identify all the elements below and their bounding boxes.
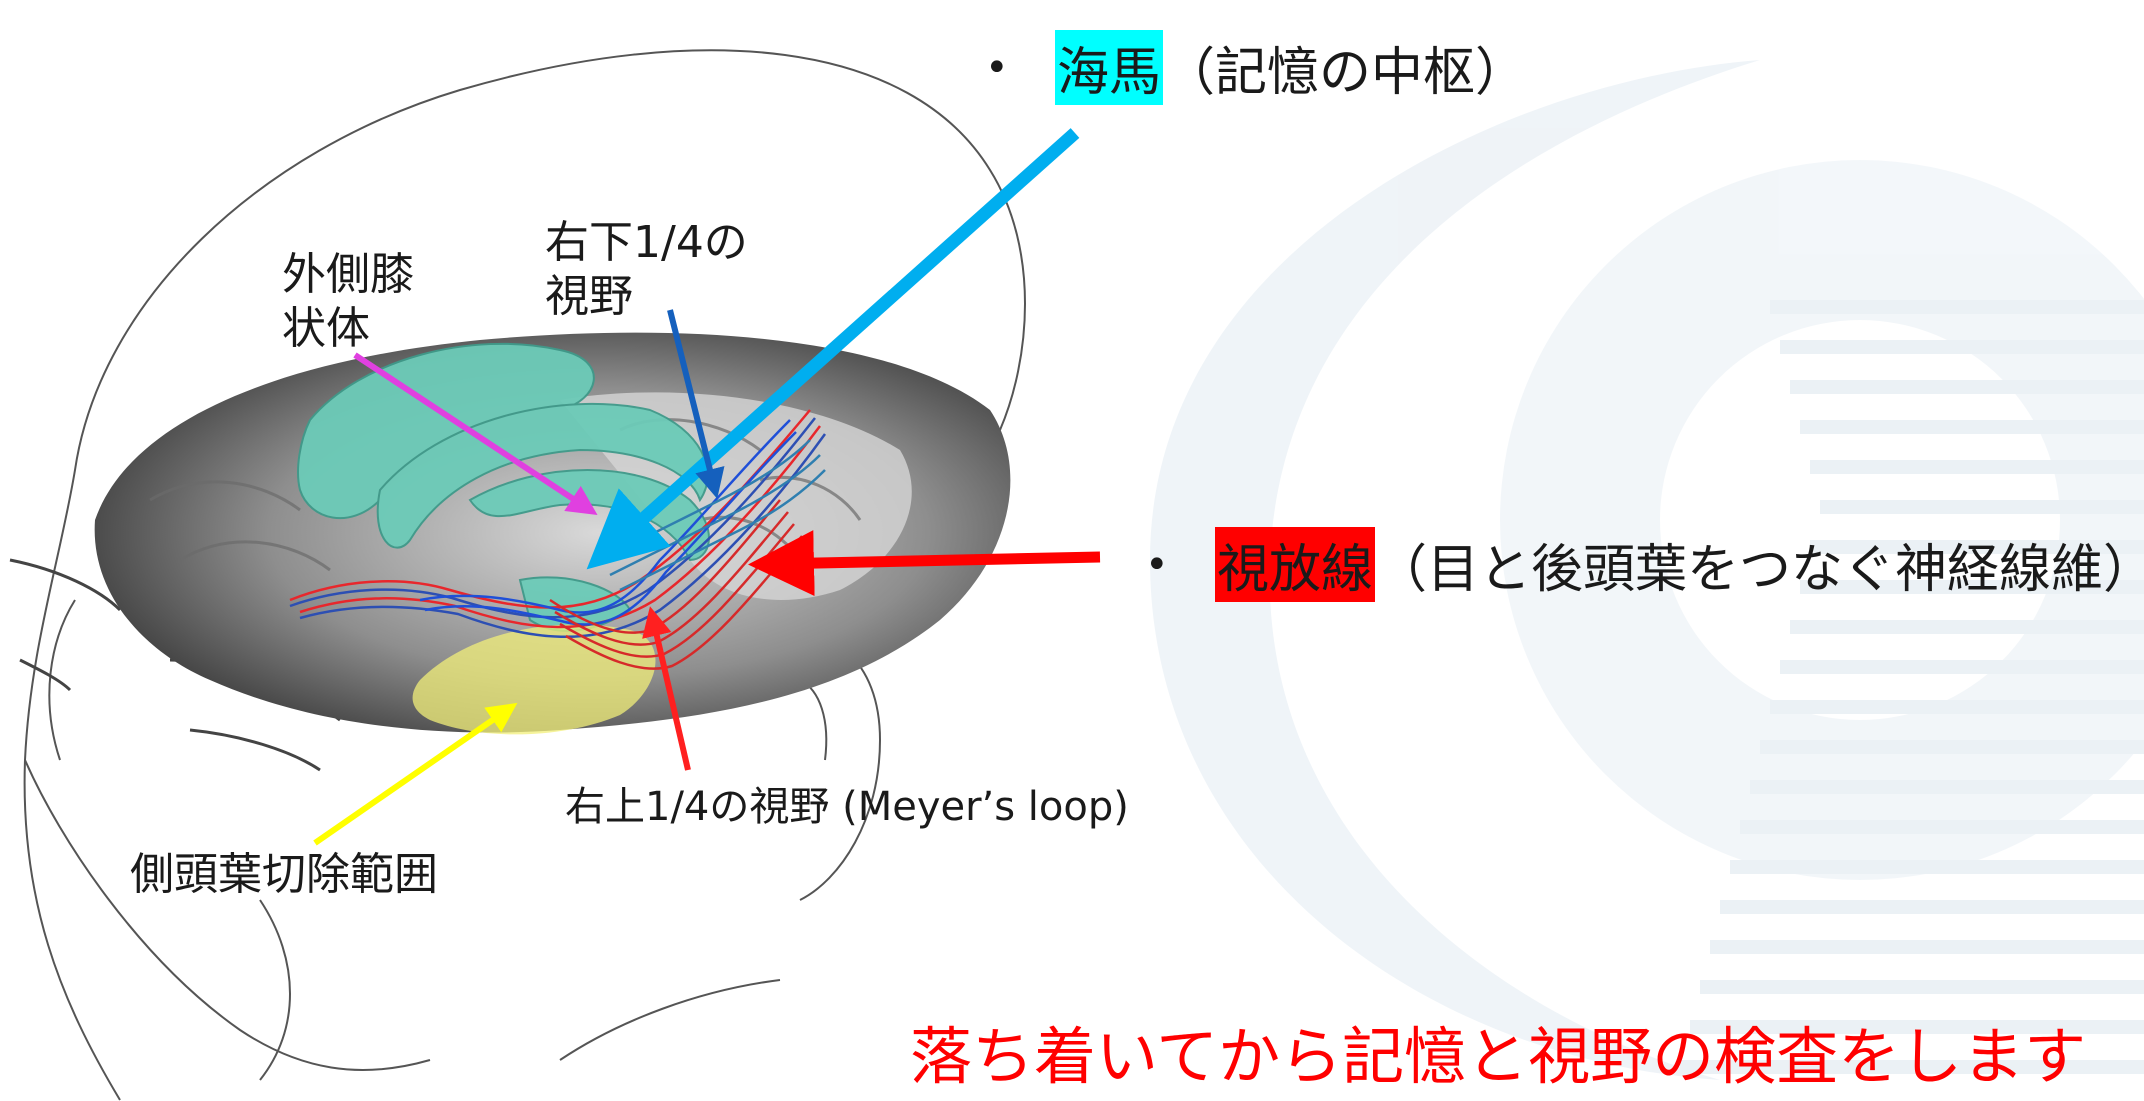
head-outline [23,49,1026,1101]
lower-field-label-line2: 視野 [545,271,633,322]
lower-field-label-line1: 右下1/4の [545,217,748,268]
hippocampus-term: 海馬 [1055,30,1164,105]
optic-radiation-desc: （目と後頭葉をつなぐ神経線維） [1375,540,2144,600]
upper-field-arrow [642,606,691,771]
upper-field-label: 右上1/4の視野 (Meyer’s loop) [565,784,1129,830]
resection-label: 側頭葉切除範囲 [130,849,438,900]
watermark-logo [1150,60,2144,1080]
lower-field-arrow [667,309,725,499]
hippocampus-bullet: • 海馬 （記憶の中枢） [985,30,1527,105]
bullet-dot: • [1145,541,1169,588]
optic-radiation-arrow [748,530,1101,597]
hippocampus-desc: （記憶の中枢） [1163,43,1528,103]
lower-field-label: 右下1/4の 視野 [545,216,748,324]
hippocampus-arrow [586,128,1080,570]
footer-message: 落ち着いてから記憶と視野の検査をします [910,1020,2087,1093]
optic-radiation-bullet: • 視放線 （目と後頭葉をつなぐ神経線維） [1145,527,2144,602]
lgn-label: 外側膝 状体 [282,248,414,356]
optic-radiation-fibers [289,409,827,670]
lgn-label-line2: 状体 [282,303,370,354]
lgn-arrow [353,352,598,515]
resection-arrow [313,702,518,846]
lgn-label-line1: 外側膝 [282,249,414,300]
bullet-dot: • [985,44,1009,91]
optic-radiation-term: 視放線 [1215,527,1376,602]
